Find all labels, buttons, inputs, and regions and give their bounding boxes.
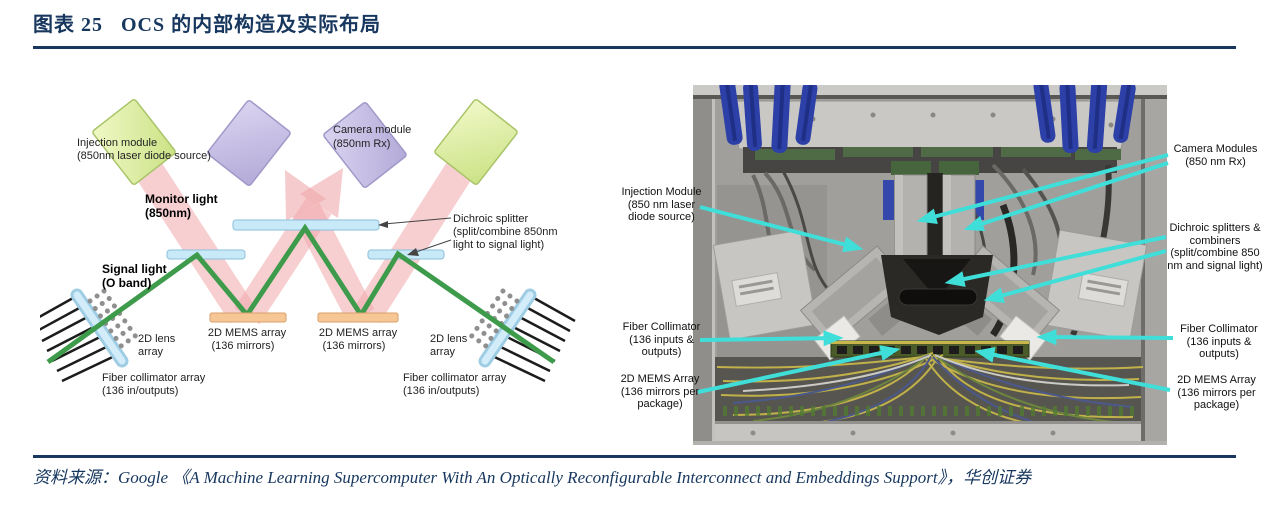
label-injection-module-1: Injection module xyxy=(77,137,157,149)
label-injection-module-2: (850nm laser diode source) xyxy=(77,150,211,162)
housing-right xyxy=(1042,229,1148,341)
photo-label-dichroic-splitters: Dichroic splitters & combiners (split/co… xyxy=(1167,222,1263,272)
ocs-hardware-photo xyxy=(693,78,1167,445)
signal-light-path xyxy=(46,223,556,365)
photo-rendering xyxy=(693,78,1167,445)
bottom-chassis xyxy=(693,421,1167,445)
label-mems-right-1: 2D MEMS array xyxy=(319,327,398,339)
camera-modules-center xyxy=(891,161,979,259)
label-dichroic-2: (split/combine 850nm xyxy=(453,226,558,238)
label-signal-light-1: Signal light xyxy=(102,262,167,276)
label-lens-left-2: array xyxy=(138,346,164,358)
camera-module-right xyxy=(323,102,407,188)
footer-rule xyxy=(33,455,1236,458)
label-monitor-light-1: Monitor light xyxy=(145,192,218,206)
label-dichroic-3: light to signal light) xyxy=(453,239,544,251)
label-monitor-light-2: (850nm) xyxy=(145,206,191,220)
label-mems-left-2: (136 mirrors) xyxy=(212,340,275,352)
title-rule xyxy=(33,46,1236,49)
monitor-light-beams xyxy=(127,148,481,325)
label-fiber-left-1: Fiber collimator array xyxy=(102,372,206,384)
label-fiber-right-1: Fiber collimator array xyxy=(403,372,507,384)
beam-arrowhead-right xyxy=(300,168,343,218)
photo-label-mems-array-right: 2D MEMS Array (136 mirrors per package) xyxy=(1177,374,1256,411)
label-fiber-left-2: (136 in/outputs) xyxy=(102,385,178,397)
source-attribution: 资料来源：Google 《A Machine Learning Supercom… xyxy=(33,468,1032,487)
ocs-schematic-diagram: Injection module (850nm laser diode sour… xyxy=(40,99,576,397)
label-lens-right-1: 2D lens xyxy=(430,333,468,345)
photo-label-mems-array-left: 2D MEMS Array (136 mirrors per package) xyxy=(620,373,700,410)
lens-array-left xyxy=(87,288,139,350)
figure-title: 图表 25 OCS 的内部构造及实际布局 xyxy=(33,14,382,36)
fiber-collimator-array-right xyxy=(468,288,576,383)
photo-label-camera-modules: Camera Modules (850 nm Rx) xyxy=(1173,143,1258,168)
chassis-rail-right xyxy=(1145,99,1167,445)
housing-left xyxy=(712,229,818,341)
photo-label-fiber-collimator-right: Fiber Collimator (136 inputs & outputs) xyxy=(1180,323,1258,360)
label-dichroic-1: Dichroic splitter xyxy=(453,213,529,225)
label-lens-right-2: array xyxy=(430,346,456,358)
beam-arrowhead-left xyxy=(285,170,326,221)
blue-ribbon-cables xyxy=(719,78,1136,220)
label-camera-module-2: (850nm Rx) xyxy=(333,138,390,150)
label-mems-left-1: 2D MEMS array xyxy=(208,327,287,339)
dichroic-pointer-arrows xyxy=(378,217,452,256)
mems-array-bars xyxy=(209,312,399,323)
photo-label-injection-module: Injection Module (850 nm laser diode sou… xyxy=(621,186,702,223)
label-fiber-right-2: (136 in/outputs) xyxy=(403,385,479,397)
label-mems-right-2: (136 mirrors) xyxy=(323,340,386,352)
label-lens-left-1: 2D lens xyxy=(138,333,176,345)
camera-module-left xyxy=(207,100,291,186)
label-camera-module-1: Camera module xyxy=(333,124,411,136)
photo-label-fiber-collimator-left: Fiber Collimator (136 inputs & outputs) xyxy=(622,321,701,358)
injection-module-right xyxy=(434,99,518,185)
label-signal-light-2: (O band) xyxy=(102,276,151,290)
injection-module-left xyxy=(92,99,176,185)
